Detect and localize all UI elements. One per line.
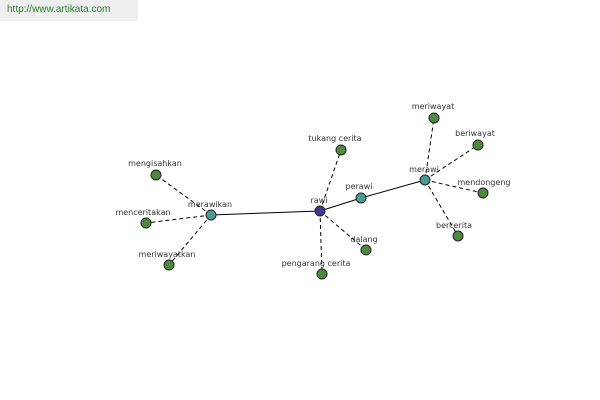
edge-merawikan-mengisahkan xyxy=(155,174,212,216)
edge-perawi-merawi xyxy=(360,179,426,199)
label-mendongeng: mendongeng xyxy=(458,178,511,187)
node-meriwayatkan[interactable] xyxy=(163,259,175,271)
site-url[interactable]: http://www.artikata.com xyxy=(0,0,138,21)
edge-merawikan-meriwayatkan xyxy=(168,214,212,266)
node-tukang-cerita[interactable] xyxy=(335,144,347,156)
label-meriwayat: meriwayat xyxy=(412,102,454,111)
edge-merawi-bercerita xyxy=(424,179,459,237)
edge-rawi-merawikan xyxy=(210,210,321,216)
node-dalang[interactable] xyxy=(360,244,372,256)
edge-rawi-dalang xyxy=(319,210,367,251)
edge-merawi-mendongeng xyxy=(424,179,484,194)
node-perawi[interactable] xyxy=(355,192,367,204)
edge-merawikan-menceritakan xyxy=(145,214,212,224)
node-beriwayat[interactable] xyxy=(472,139,484,151)
node-bercerita[interactable] xyxy=(452,230,464,242)
label-perawi: perawi xyxy=(346,182,373,191)
node-pengarang-cerita[interactable] xyxy=(316,268,328,280)
label-mengisahkan: mengisahkan xyxy=(128,159,182,168)
edge-merawi-meriwayat xyxy=(424,117,435,181)
node-rawi[interactable] xyxy=(314,205,326,217)
label-tukang-cerita: tukang cerita xyxy=(308,134,361,143)
label-dalang: dalang xyxy=(350,235,377,244)
label-pengarang-cerita: pengarang cerita xyxy=(282,259,351,268)
label-meriwayatkan: meriwayatkan xyxy=(139,250,196,259)
label-bercerita: bercerita xyxy=(436,221,472,230)
label-rawi: rawi xyxy=(311,196,328,205)
node-merawikan[interactable] xyxy=(205,209,217,221)
edge-rawi-pengarang-cerita xyxy=(319,210,323,275)
edge-rawi-tukang-cerita xyxy=(319,149,342,212)
node-merawi[interactable] xyxy=(419,174,431,186)
label-beriwayat: beriwayat xyxy=(455,129,495,138)
label-menceritakan: menceritakan xyxy=(115,208,170,217)
node-meriwayat[interactable] xyxy=(428,112,440,124)
edge-merawi-beriwayat xyxy=(424,144,479,181)
label-merawi: merawi xyxy=(409,165,439,174)
node-mendongeng[interactable] xyxy=(477,187,489,199)
label-merawikan: merawikan xyxy=(188,200,232,209)
node-mengisahkan[interactable] xyxy=(150,169,162,181)
node-menceritakan[interactable] xyxy=(140,217,152,229)
edge-rawi-perawi xyxy=(319,197,362,212)
